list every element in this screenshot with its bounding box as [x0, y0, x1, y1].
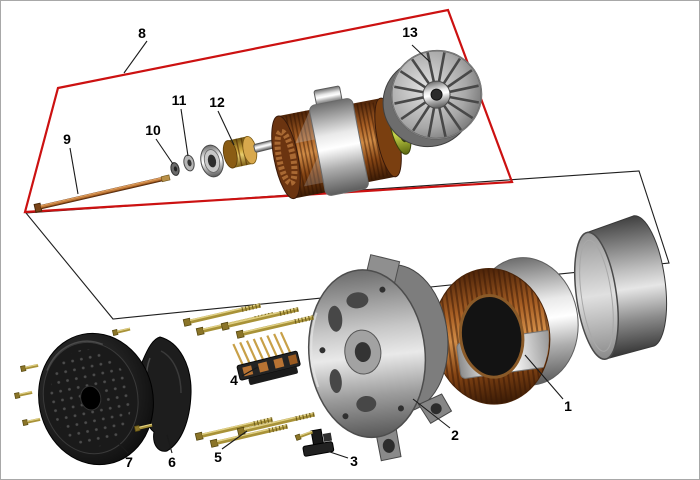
- brush-holder-lug: [322, 432, 333, 442]
- rotor-right-stripes: [356, 102, 392, 181]
- rectifier-part-4: [232, 331, 301, 385]
- callout-label-7: 7: [125, 454, 133, 470]
- rear-case-cylinder: [574, 215, 668, 360]
- leader-line-7: [106, 430, 129, 454]
- bearing-bore: [207, 154, 217, 168]
- callout-label-6: 6: [168, 454, 176, 470]
- brush-holder-part-3: [302, 428, 335, 457]
- washer10-hole: [173, 166, 178, 172]
- fan-fins: [394, 52, 480, 138]
- callout-label-8: 8: [138, 25, 146, 41]
- bearing-part-12: [200, 144, 224, 178]
- screw-4: [111, 326, 132, 337]
- leader-line-8: [123, 40, 148, 74]
- slip-ring-collar: [222, 135, 258, 169]
- rear-case-face-rim: [579, 239, 614, 352]
- rear-cover-plate-part-6: [138, 336, 192, 452]
- bracket-bolt-hole-3: [397, 405, 404, 412]
- leader-line-1: [524, 354, 564, 400]
- callout-label-12: 12: [209, 94, 225, 110]
- rear-case-face: [574, 231, 619, 360]
- leader-line-10: [155, 138, 174, 165]
- rear-cover-hub: [80, 385, 102, 411]
- screw-brush-holder: [294, 429, 314, 441]
- screw-1: [19, 362, 40, 373]
- screw-2: [13, 389, 34, 400]
- callout-label-5: 5: [214, 449, 222, 465]
- through-bolt-head: [33, 202, 43, 213]
- cover-plate-ridge: [160, 350, 182, 394]
- leader-line-13: [411, 44, 431, 63]
- screw-3: [21, 416, 42, 427]
- rectifier-pins: [232, 331, 292, 365]
- front-bracket-part-2: [307, 254, 453, 462]
- rotor-assembly: [271, 85, 402, 200]
- through-bolt-part-9: [33, 174, 171, 213]
- rectifier-diode-1: [242, 365, 254, 377]
- rotor-center-band: [309, 98, 369, 196]
- rectifier-diode-3: [273, 357, 285, 369]
- bracket-bolt-hole-1: [319, 347, 326, 354]
- bracket-bottom-ear-hole: [382, 438, 395, 453]
- bracket-center-hole: [354, 342, 371, 363]
- leader-line-6: [166, 434, 173, 454]
- bracket-vent-3: [346, 292, 369, 309]
- bracket-vent-4: [356, 395, 377, 413]
- callout-label-10: 10: [145, 122, 161, 138]
- leader-line-5: [221, 430, 248, 450]
- leader-line-4: [241, 366, 259, 377]
- leader-line-2: [412, 398, 451, 429]
- stator-bore: [458, 294, 525, 379]
- fan-hub-hole: [430, 88, 443, 101]
- rectifier-lower-bar: [248, 366, 298, 385]
- rear-cover-highlight: [46, 340, 104, 371]
- callout-label-11: 11: [172, 92, 187, 108]
- fan-fin-blades: [394, 52, 480, 138]
- through-bolt-tip: [160, 174, 171, 183]
- callout-label-13: 13: [402, 24, 418, 40]
- fan-outer-ring: [391, 50, 482, 140]
- collar-rear-face: [222, 140, 238, 169]
- bracket-vent-1: [328, 305, 343, 332]
- bracket-vent-2: [329, 369, 342, 394]
- leader-line-12: [217, 110, 235, 146]
- fan-part-13: [382, 49, 483, 148]
- bracket-side-ear-hole: [430, 403, 442, 415]
- leader-line-11: [180, 108, 189, 157]
- bracket-highlight: [310, 312, 320, 388]
- leader-line-9: [69, 147, 79, 195]
- callout-labels: 1 2 3 4 5 6 7 8 9 10 11 12 13: [63, 24, 572, 470]
- highlight-frame-part-8: [23, 8, 514, 214]
- callout-label-9: 9: [63, 131, 71, 147]
- projection-plane: [24, 170, 670, 320]
- leader-lines: [69, 40, 564, 459]
- rear-cover-part-7: [38, 332, 154, 466]
- rectifier-diode-4: [287, 354, 298, 365]
- stator-part-1: [432, 257, 579, 405]
- through-bolt-highlight: [40, 176, 164, 207]
- callout-label-2: 2: [451, 427, 459, 443]
- bracket-bolt-hole-4: [342, 413, 349, 420]
- cover-plate-body: [138, 336, 192, 452]
- bracket-bolt-hole-2: [379, 286, 386, 293]
- washer-part-11: [183, 154, 195, 172]
- callout-label-3: 3: [350, 453, 358, 469]
- brush-holder-base: [302, 441, 335, 457]
- rectifier-diode-2: [257, 361, 269, 373]
- callout-label-1: 1: [564, 398, 572, 414]
- rotor-left-face-coils: [274, 128, 298, 186]
- washer11-hole: [187, 159, 192, 167]
- callout-label-4: 4: [230, 372, 238, 388]
- washer-part-10: [170, 162, 180, 176]
- leader-line-3: [326, 450, 349, 459]
